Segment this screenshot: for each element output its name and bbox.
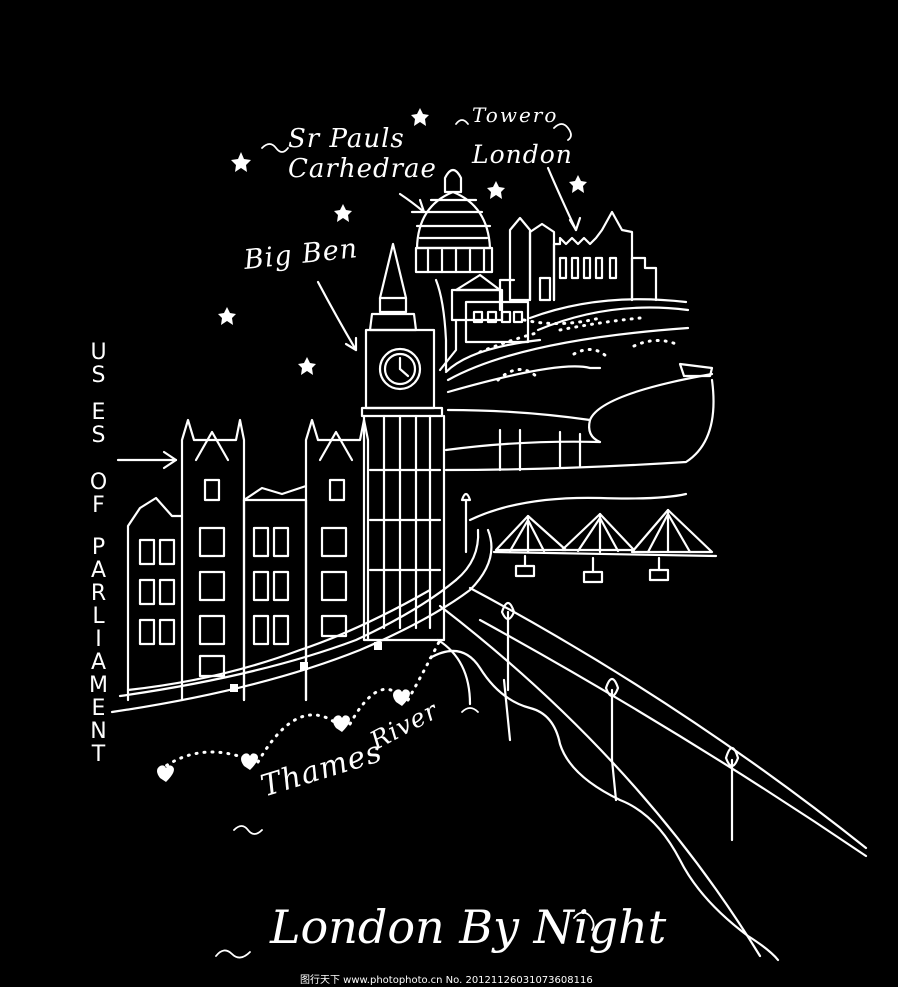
label-houses-part4: PARLIAMENT [86,535,111,765]
westminster-bridge [428,492,868,962]
big-ben-tower [360,242,446,642]
label-tower-line1: Towero [472,103,559,127]
dotted-light-garlands [158,316,678,772]
swash-ornament [215,119,595,959]
arrow-icon [116,166,582,470]
watermark-text: 图行天下 www.photophoto.cn No. 2012112603107… [300,975,593,986]
houses-of-parliament [126,418,432,702]
city-buildings [434,278,530,372]
label-st-pauls-line1: Sr Pauls [288,124,405,154]
label-tower-line2: London [472,140,573,169]
lamp-icon [230,642,382,692]
tower-of-london [498,210,690,332]
label-houses-part3: OF [86,470,111,516]
heart-icon [157,689,410,782]
pier-canopies [492,508,718,584]
label-st-pauls-line2: Carhedrae [288,154,437,184]
label-houses-part1: US [86,340,111,386]
title-london-by-night: London By Night [270,900,667,954]
st-pauls-cathedral [414,168,504,322]
star-icon [218,108,587,375]
label-houses-part2: ES [86,400,111,446]
